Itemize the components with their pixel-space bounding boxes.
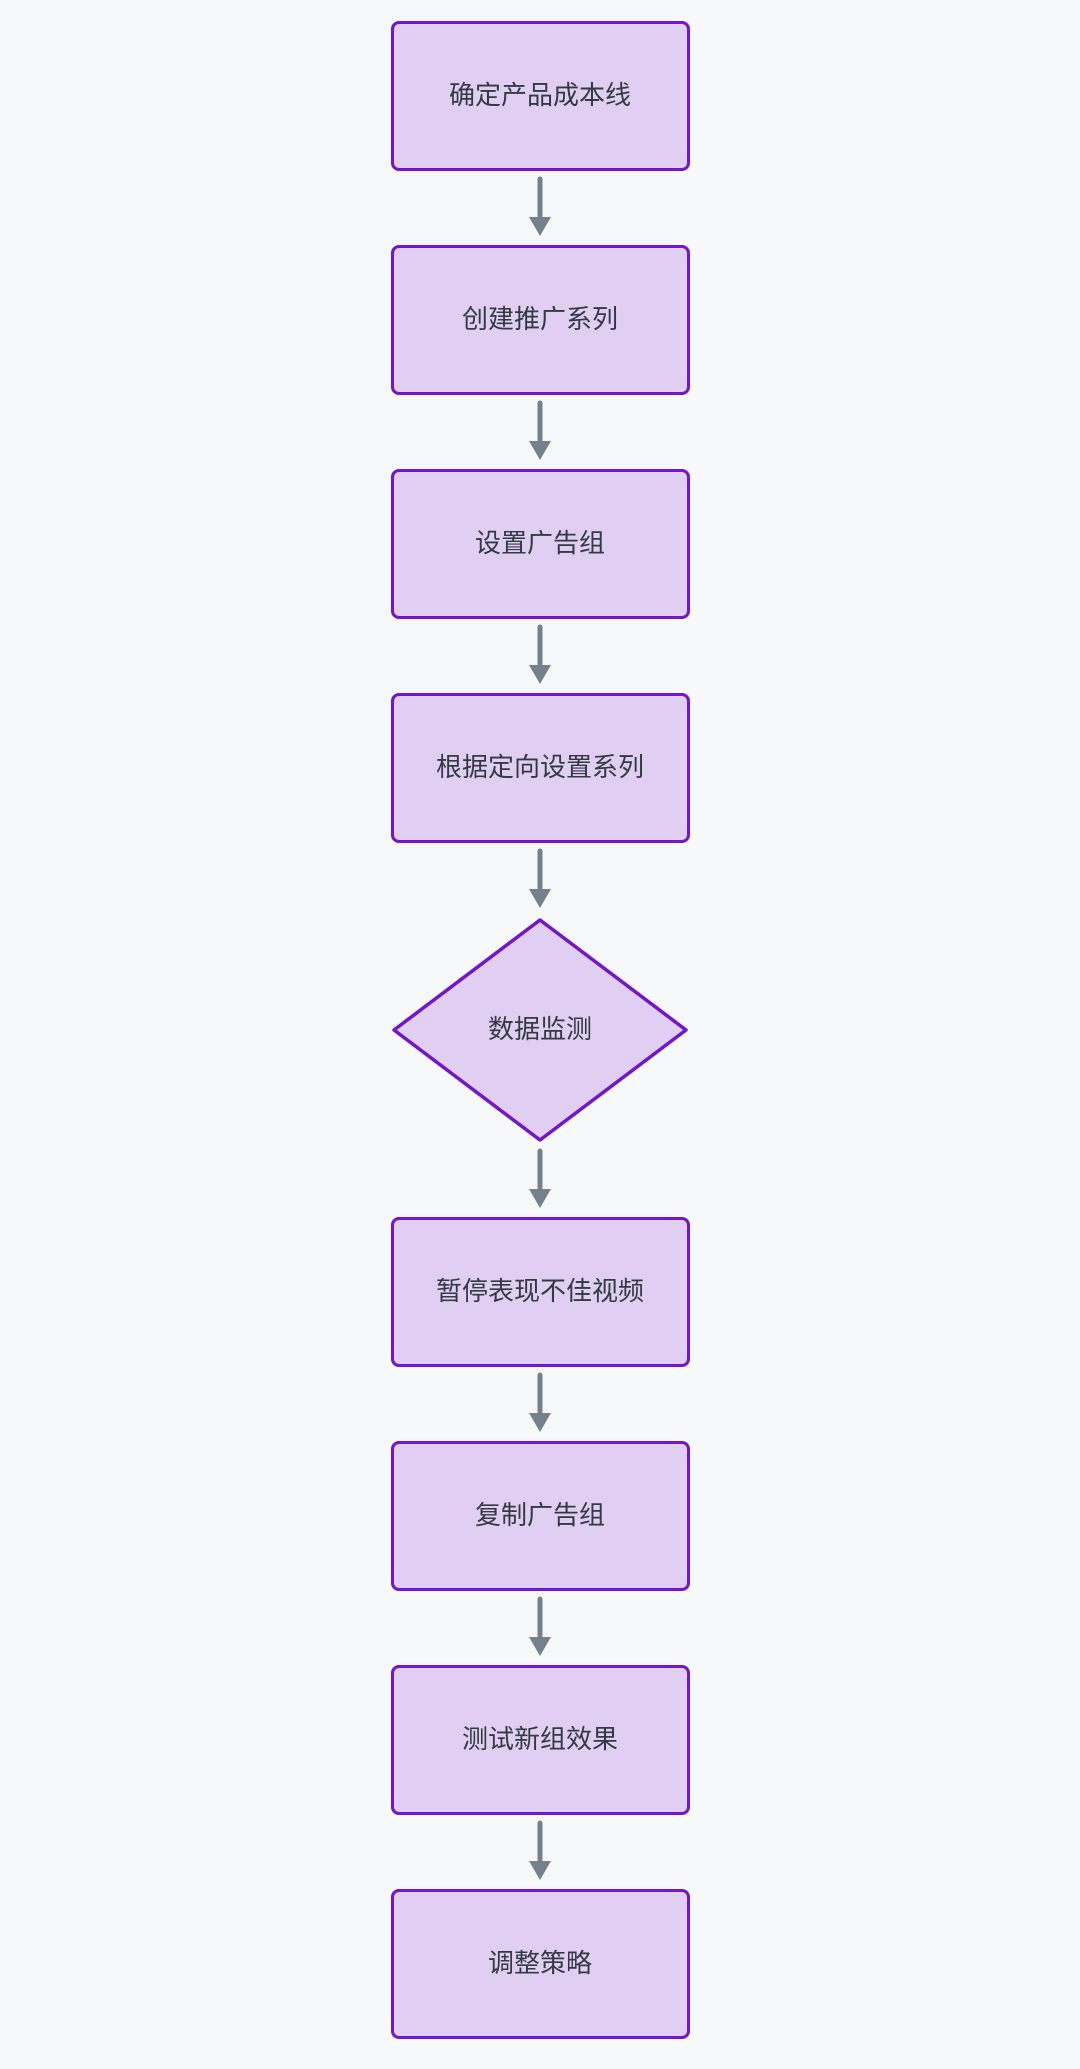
flow-node-decision-data-monitoring: 数据监测 [391,917,689,1143]
flow-edge-6 [525,1367,555,1441]
arrow-down-icon [529,176,551,236]
flow-node-test-new-group-performance: 测试新组效果 [390,1665,690,1815]
flow-edge-3 [525,619,555,693]
arrow-down-icon [529,624,551,684]
arrow-down-icon [529,1148,551,1208]
flow-node-pause-underperforming-videos: 暂停表现不佳视频 [390,1217,690,1367]
arrow-down-icon [529,1596,551,1656]
node-label: 暂停表现不佳视频 [435,1276,644,1307]
node-label: 复制广告组 [474,1500,605,1531]
arrow-down-icon [529,848,551,908]
flow-node-determine-product-cost-line: 确定产品成本线 [390,21,690,171]
flow-node-setup-campaign-by-targeting: 根据定向设置系列 [390,693,690,843]
node-label: 调整策略 [487,1948,592,1979]
flow-edge-1 [525,171,555,245]
flow-edge-8 [525,1815,555,1889]
flow-node-create-promotion-campaign: 创建推广系列 [390,245,690,395]
node-label: 数据监测 [487,1014,592,1045]
flow-edge-2 [525,395,555,469]
node-label: 根据定向设置系列 [435,752,644,783]
node-label: 设置广告组 [474,528,605,559]
node-label: 创建推广系列 [461,304,618,335]
flow-edge-4 [525,843,555,917]
flow-node-adjust-strategy: 调整策略 [390,1889,690,2039]
node-label: 测试新组效果 [461,1724,618,1755]
flow-edge-5 [525,1143,555,1217]
arrow-down-icon [529,1372,551,1432]
flow-node-setup-ad-group: 设置广告组 [390,469,690,619]
node-label: 确定产品成本线 [448,80,631,111]
diamond-shape [392,918,688,1142]
flow-edge-7 [525,1591,555,1665]
arrow-down-icon [529,1820,551,1880]
flow-node-duplicate-ad-group: 复制广告组 [390,1441,690,1591]
arrow-down-icon [529,400,551,460]
